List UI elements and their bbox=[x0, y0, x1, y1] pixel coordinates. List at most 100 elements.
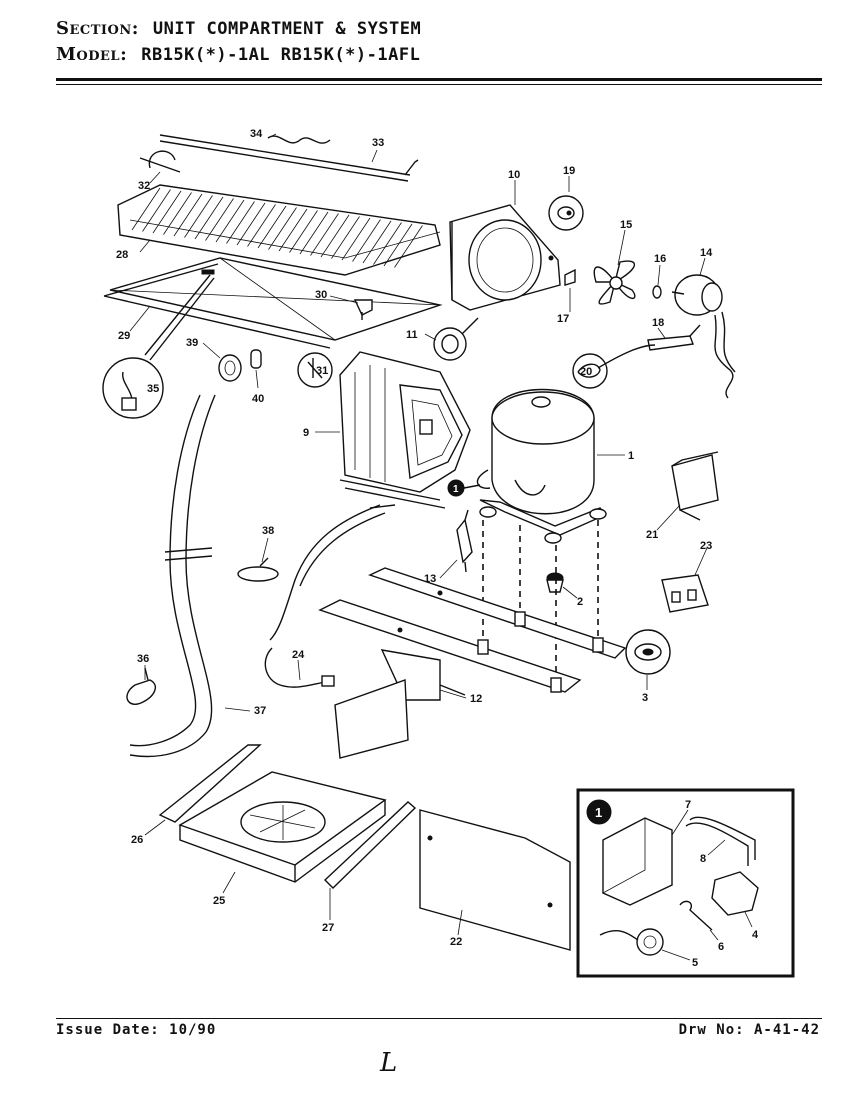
part-13-drier bbox=[456, 509, 473, 573]
condenser-fin bbox=[310, 213, 339, 256]
callout-7: 7 bbox=[685, 799, 691, 811]
condenser-fin bbox=[205, 198, 234, 241]
condenser-fin bbox=[257, 205, 287, 249]
condenser-fin bbox=[226, 201, 255, 244]
callout-36: 36 bbox=[137, 653, 149, 665]
part-rail-upper bbox=[368, 567, 627, 659]
mount-studs bbox=[477, 611, 604, 693]
part-21-relay bbox=[671, 451, 719, 521]
callout-32: 32 bbox=[138, 180, 150, 192]
callout-35: 35 bbox=[147, 383, 159, 395]
model-key: Model: bbox=[56, 44, 128, 65]
callout-11: 11 bbox=[406, 329, 418, 341]
section-title: UNIT COMPARTMENT & SYSTEM bbox=[152, 19, 422, 39]
condenser-fin bbox=[131, 187, 161, 231]
part-11-grommet bbox=[433, 317, 479, 361]
condenser-fin bbox=[268, 207, 297, 250]
part-23-overload bbox=[661, 574, 709, 613]
condenser-fin bbox=[289, 210, 318, 253]
part-12-bracket bbox=[334, 649, 466, 759]
condenser-fin bbox=[194, 196, 224, 240]
condenser-fin bbox=[247, 204, 276, 247]
part-26-pan-rail bbox=[158, 744, 262, 823]
part-15-fan-blade bbox=[593, 260, 636, 305]
part-33-drain-tube bbox=[159, 134, 419, 182]
callout-17: 17 bbox=[557, 313, 569, 325]
callout-26: 26 bbox=[131, 834, 143, 846]
issue-date: Issue Date: 10/90 bbox=[56, 1022, 217, 1038]
condenser-fin bbox=[394, 225, 423, 268]
marker-1-label: 1 bbox=[453, 484, 459, 495]
header-rule-thick bbox=[56, 78, 822, 81]
condenser-fin bbox=[173, 193, 203, 237]
signature-mark: L bbox=[380, 1048, 398, 1078]
part-29-condenser-cover bbox=[103, 257, 443, 349]
condenser-fin bbox=[362, 220, 392, 264]
part-9-evaporator bbox=[339, 351, 471, 509]
part-10-fan-shroud bbox=[449, 204, 561, 311]
section-header: Section: UNIT COMPARTMENT & SYSTEM bbox=[56, 18, 421, 39]
condenser-fin bbox=[341, 217, 371, 261]
callout-21: 21 bbox=[646, 529, 658, 541]
part-14-fan-motor bbox=[671, 274, 736, 399]
part-3-grommet bbox=[625, 629, 671, 675]
callout-4: 4 bbox=[752, 929, 759, 941]
inset-box: 1 bbox=[576, 788, 795, 978]
condenser-fin bbox=[352, 219, 381, 262]
part-34-wire bbox=[267, 135, 331, 144]
callout-27: 27 bbox=[322, 922, 334, 934]
part-20-bracket bbox=[572, 344, 656, 389]
condenser-fin bbox=[278, 208, 308, 252]
part-18-bracket bbox=[647, 324, 701, 351]
condenser-fin bbox=[331, 216, 360, 259]
callout-33: 33 bbox=[372, 137, 384, 149]
part-28-condenser bbox=[117, 184, 441, 276]
condenser-fin bbox=[236, 202, 266, 246]
condenser-fin bbox=[163, 192, 192, 235]
callout-23: 23 bbox=[700, 540, 712, 552]
part-31-clip bbox=[297, 352, 333, 388]
part-39-grommet bbox=[218, 354, 242, 382]
callout-6: 6 bbox=[718, 941, 724, 953]
part-25-drain-pan bbox=[178, 771, 387, 883]
condenser-fin bbox=[373, 222, 402, 265]
callout-8: 8 bbox=[700, 853, 706, 865]
callout-marker-1: 1 bbox=[447, 479, 481, 497]
callout-40: 40 bbox=[252, 393, 264, 405]
condenser-fin bbox=[152, 190, 182, 234]
callout-29: 29 bbox=[118, 330, 130, 342]
condenser-fin bbox=[320, 214, 350, 258]
part-30-fastener bbox=[353, 299, 373, 320]
part-36-clamp bbox=[126, 667, 157, 705]
condenser-fin bbox=[184, 195, 213, 238]
callout-2: 2 bbox=[577, 596, 583, 608]
part-rail-lower bbox=[318, 599, 582, 693]
condenser-fin bbox=[383, 223, 413, 267]
callout-14: 14 bbox=[700, 247, 713, 259]
callout-18: 18 bbox=[652, 317, 664, 329]
callout-39: 39 bbox=[186, 337, 198, 349]
callout-19: 19 bbox=[563, 165, 575, 177]
part-24-power-cord bbox=[264, 504, 396, 688]
part-32-clip bbox=[139, 150, 181, 173]
section-key: Section: bbox=[56, 18, 139, 39]
callout-13: 13 bbox=[424, 573, 436, 585]
inset-marker-label: 1 bbox=[595, 805, 602, 820]
callout-24: 24 bbox=[292, 649, 305, 661]
part-6-clip bbox=[679, 900, 713, 931]
callout-37: 37 bbox=[254, 705, 266, 717]
callout-16: 16 bbox=[654, 253, 666, 265]
part-2-grommet bbox=[546, 572, 564, 593]
part-38-strap bbox=[237, 557, 279, 582]
part-27-pan-rail bbox=[323, 801, 417, 889]
part-4-relay bbox=[711, 871, 759, 916]
callout-3: 3 bbox=[642, 692, 648, 704]
part-16-washer bbox=[652, 285, 662, 299]
header-rule-thin bbox=[56, 84, 822, 85]
callout-5: 5 bbox=[692, 957, 698, 969]
part-17-clip bbox=[564, 268, 576, 286]
callout-1: 1 bbox=[628, 450, 634, 462]
callout-labels: 34 33 32 28 29 30 10 19 15 16 14 18 17 2… bbox=[116, 128, 759, 969]
mounting-guidelines bbox=[482, 520, 599, 680]
